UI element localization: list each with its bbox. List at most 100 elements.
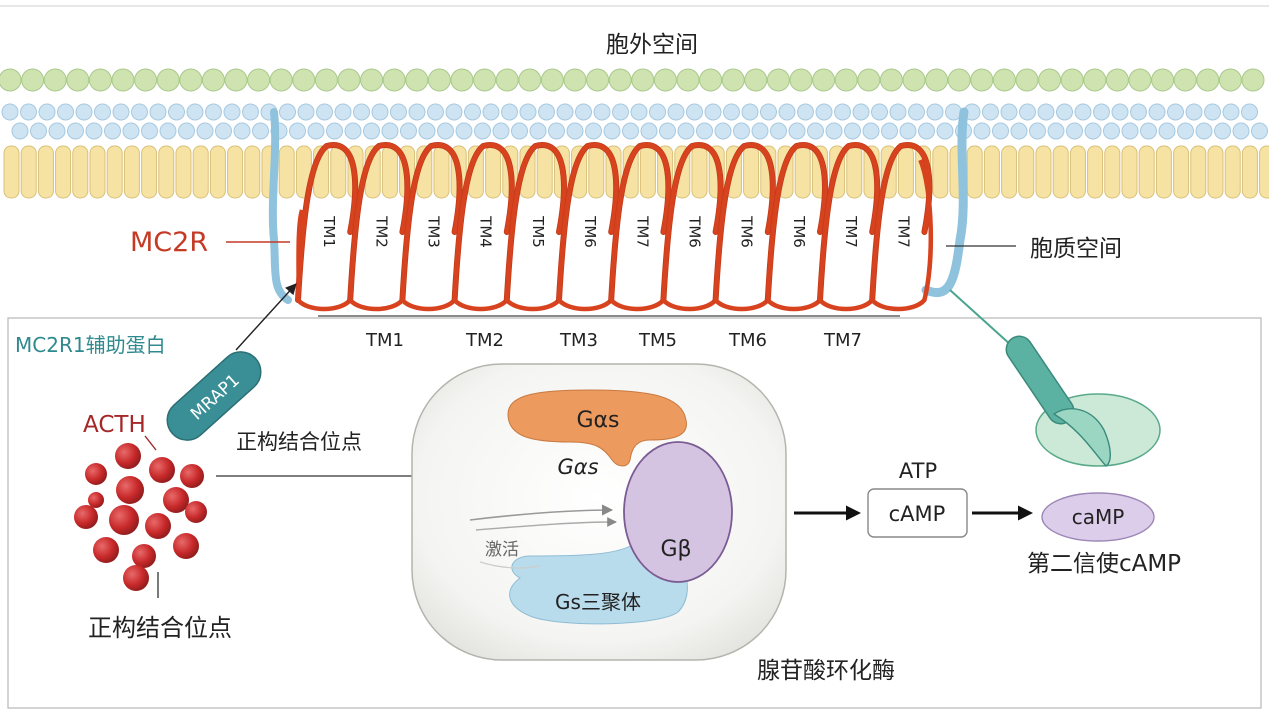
lipid-tail (1155, 145, 1172, 199)
helix-loop-label: TM7 (633, 215, 651, 248)
lipid-bead (363, 122, 380, 140)
lipid-tail (3, 145, 20, 199)
extracellular-label: 胞外空间 (606, 32, 698, 58)
activation-label: 激活 (485, 540, 519, 560)
lipid-head (766, 68, 790, 92)
helix-loop-bottom (295, 297, 353, 312)
lipid-bead (704, 103, 722, 121)
lipid-bead (538, 103, 555, 121)
lipid-head (721, 68, 745, 92)
lipid-head (631, 68, 655, 92)
lipid-head (405, 68, 429, 92)
helix-loop (452, 142, 514, 303)
lipid-head (292, 68, 316, 92)
lipid-bead (797, 103, 814, 121)
lipid-head (1015, 68, 1039, 92)
lipid-head (337, 68, 361, 92)
lipid-bead (519, 103, 537, 121)
lipid-bead-row-lower (11, 122, 1268, 140)
lipid-head-row (0, 68, 1265, 92)
lipid-head (1151, 68, 1175, 92)
lipid-bead (159, 122, 177, 140)
acth-label: ACTH (83, 412, 146, 438)
lipid-head (834, 68, 858, 92)
mc2r-helix (295, 142, 934, 312)
lipid-bead (112, 103, 130, 121)
lipid-head (1241, 68, 1265, 92)
lipid-bead (492, 122, 510, 140)
lipid-bead (30, 122, 47, 140)
lipid-bead (316, 103, 333, 121)
lipid-bead (353, 103, 370, 121)
lipid-bead (603, 122, 621, 140)
lipid-bead (770, 122, 787, 140)
helix-loop-label: TM6 (686, 215, 704, 248)
lipid-tail (794, 145, 811, 199)
lipid-bead (982, 103, 999, 121)
lipid-tail (244, 145, 261, 199)
lipid-bead (889, 103, 907, 121)
lipid-bead (585, 122, 602, 140)
helix-loop (400, 142, 462, 303)
orthosteric-site-label-2: 正构结合位点 (88, 614, 232, 642)
lipid-tail (55, 145, 72, 199)
lipid-bead (575, 103, 592, 121)
acth-molecule (145, 513, 171, 539)
lipid-tail (20, 145, 37, 199)
lipid-bead (215, 122, 232, 140)
lipid-bead (186, 103, 204, 121)
acth-molecule (180, 464, 204, 488)
tm-row-label: TM1 (365, 330, 404, 351)
orthosteric-site-label-1: 正构结合位点 (236, 430, 362, 454)
mrap1-strand-right (921, 107, 969, 297)
lipid-tail (330, 145, 347, 199)
lipid-head (586, 68, 610, 92)
lipid-bead (1, 103, 19, 121)
helix-loop-bottom (817, 297, 875, 312)
g-alpha-s-subunit (507, 389, 687, 467)
lipid-bead (279, 103, 296, 121)
lipid-bead (1047, 122, 1065, 140)
atp-label: ATP (899, 459, 937, 483)
acth-pointer (144, 435, 157, 451)
lipid-bead (1158, 122, 1176, 140)
lipid-bead (344, 122, 362, 140)
lipid-head (540, 68, 564, 92)
lipid-bead (1010, 122, 1028, 140)
lipid-head (1038, 68, 1062, 92)
lipid-bead (141, 122, 158, 140)
lipid-tail (639, 145, 656, 199)
lipid-head (495, 68, 519, 92)
lipid-head (608, 68, 632, 92)
lipid-bead (1130, 103, 1147, 121)
helix-loop-bottom (661, 297, 718, 312)
lipid-bead (297, 103, 315, 121)
lipid-head (88, 68, 112, 92)
lipid-head (473, 68, 497, 92)
camp-ellipse-label: caMP (1072, 505, 1125, 529)
lipid-tail (106, 145, 123, 199)
cytoplasm-panel (7, 317, 1262, 709)
mrap1-to-receptor-arrow (235, 283, 297, 351)
lipid-bead (1000, 103, 1018, 121)
lipid-bead (334, 103, 352, 121)
lipid-tail (743, 145, 760, 199)
helix-loop (817, 142, 880, 303)
lipid-tail (89, 145, 106, 199)
lipid-tail (1207, 145, 1224, 199)
lipid-bead (741, 103, 759, 121)
lipid-bead (1019, 103, 1036, 121)
lipid-bead (474, 122, 491, 140)
helix-loop-label: TM5 (529, 215, 547, 248)
helix-loop (504, 142, 567, 303)
helix-loop (661, 142, 723, 303)
lipid-bead (205, 103, 222, 121)
helix-loop-bottom (504, 297, 562, 312)
lipid-bead (844, 122, 861, 140)
lipid-tail (846, 145, 863, 199)
lipid-bead (1251, 122, 1268, 140)
lipid-head (247, 68, 271, 92)
lipid-bead (418, 122, 436, 140)
lipid-tail (691, 145, 708, 199)
